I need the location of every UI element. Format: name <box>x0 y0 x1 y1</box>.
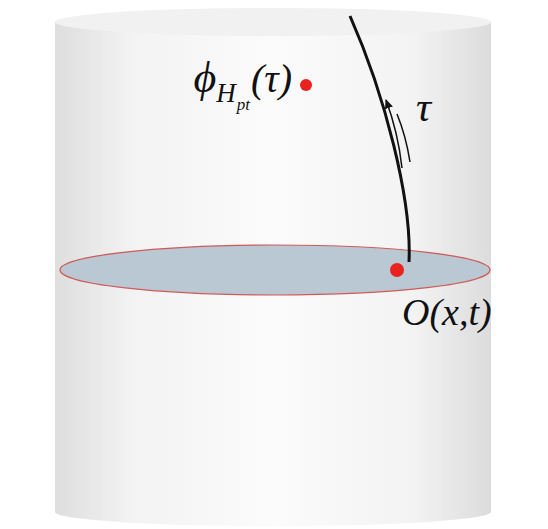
boundary-point <box>390 263 404 277</box>
field-sub-subscript: pt <box>237 96 251 113</box>
tau-arrow-line <box>397 114 410 162</box>
field-subscript: H <box>216 80 237 107</box>
field-label: ϕHpt(τ) <box>194 56 292 100</box>
field-symbol: ϕ <box>194 56 217 100</box>
cylinder-body <box>55 22 491 512</box>
bulk-point <box>300 79 312 91</box>
operator-label: O(x,t) <box>402 293 492 331</box>
proper-time-label: τ <box>416 86 431 128</box>
time-slice <box>60 245 490 295</box>
cylinder-top <box>55 8 491 36</box>
tau-arrow <box>386 100 402 168</box>
worldline <box>350 16 409 262</box>
field-argument: (τ) <box>251 59 292 99</box>
